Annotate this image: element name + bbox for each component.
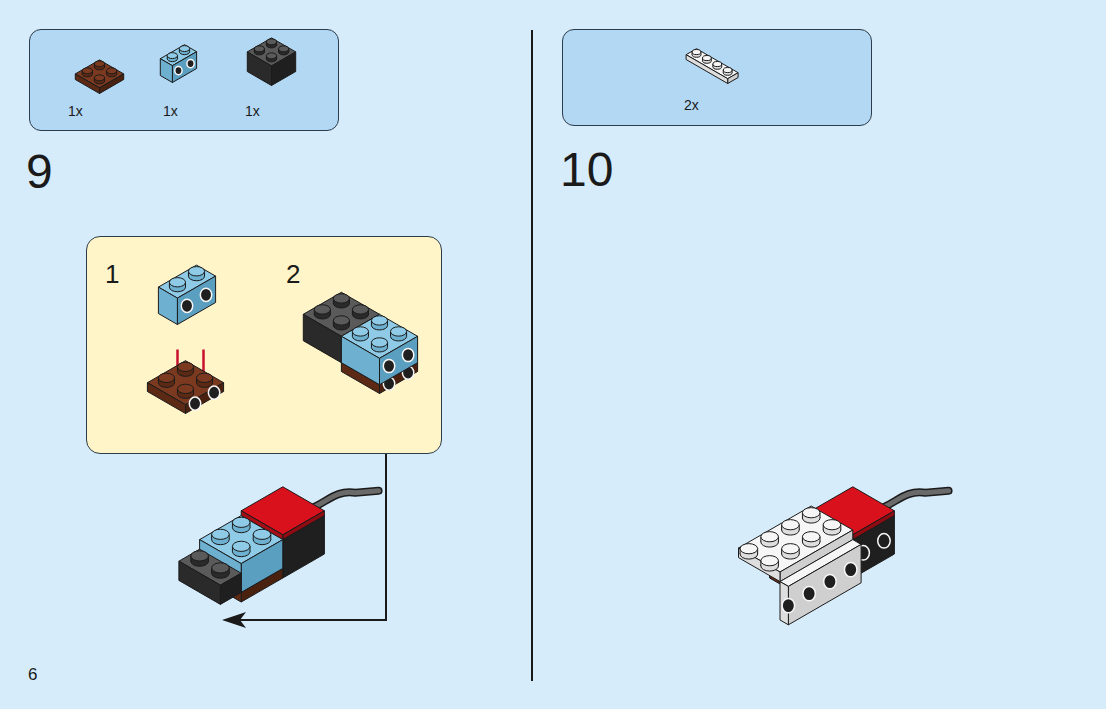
parts-illustration xyxy=(87,237,443,455)
stud xyxy=(158,373,174,382)
stud xyxy=(94,75,104,81)
stud xyxy=(782,544,800,554)
stud xyxy=(740,544,758,554)
stud xyxy=(352,305,368,314)
stud xyxy=(232,517,250,527)
callout-arrow-line xyxy=(240,454,386,620)
stud xyxy=(188,267,204,276)
brick-face xyxy=(788,544,861,624)
model-step-10 xyxy=(739,487,949,625)
stud xyxy=(761,556,779,566)
stud xyxy=(314,305,330,314)
stud xyxy=(197,373,213,382)
parts-illustration xyxy=(563,30,873,127)
stud xyxy=(802,508,820,518)
stud xyxy=(177,362,193,371)
stud xyxy=(253,529,271,539)
stud xyxy=(723,68,732,73)
substep-number: 1 xyxy=(105,261,119,287)
stud xyxy=(371,338,387,347)
part-count: 1x xyxy=(68,104,83,118)
parts-group xyxy=(75,38,295,94)
stud xyxy=(266,39,276,45)
page-number: 6 xyxy=(28,666,37,683)
step-number: 9 xyxy=(26,148,53,196)
stud xyxy=(266,53,276,59)
part-count: 1x xyxy=(163,104,178,118)
stud xyxy=(823,520,841,530)
side-stud xyxy=(181,299,192,312)
side-stud xyxy=(844,562,856,576)
brick xyxy=(179,549,241,604)
stud xyxy=(94,61,104,67)
brick-face xyxy=(853,511,895,540)
side-stud xyxy=(878,534,890,548)
stud xyxy=(391,327,407,336)
brick-face xyxy=(160,59,172,83)
brick xyxy=(158,265,215,324)
stud xyxy=(333,294,349,303)
stud xyxy=(782,520,800,530)
stud xyxy=(212,529,230,539)
stud xyxy=(167,53,177,59)
side-stud xyxy=(782,598,794,612)
brick xyxy=(780,540,861,625)
stud xyxy=(107,68,117,74)
stud xyxy=(713,62,722,67)
stud xyxy=(232,541,250,551)
brick-face xyxy=(811,487,894,535)
page-divider xyxy=(531,30,533,681)
stud xyxy=(371,316,387,325)
stud xyxy=(279,46,289,52)
stud xyxy=(169,278,185,287)
brick xyxy=(686,49,738,84)
parts-box: 1x 1x 1x xyxy=(29,29,339,131)
side-stud xyxy=(208,386,219,399)
parts-group xyxy=(147,265,417,413)
stud xyxy=(179,46,189,52)
stud xyxy=(352,327,368,336)
model-step-9 xyxy=(179,487,379,605)
substep-number: 2 xyxy=(286,261,300,287)
side-stud xyxy=(803,586,815,600)
side-stud xyxy=(189,397,200,410)
side-stud xyxy=(187,59,194,67)
part-count: 2x xyxy=(684,98,699,112)
side-stud xyxy=(824,574,836,588)
brick xyxy=(147,361,223,414)
stud xyxy=(212,563,230,573)
side-stud xyxy=(175,66,182,74)
side-stud xyxy=(383,359,394,372)
part-count: 1x xyxy=(245,104,260,118)
stud xyxy=(82,68,92,74)
stud xyxy=(254,46,264,52)
side-stud xyxy=(200,288,211,301)
brick-face xyxy=(158,287,177,324)
parts-box: 12 xyxy=(86,236,442,454)
brick xyxy=(341,314,417,384)
brick xyxy=(75,60,123,94)
stud xyxy=(333,316,349,325)
stud xyxy=(802,532,820,542)
stud xyxy=(692,50,701,55)
parts-group xyxy=(686,49,738,84)
brick xyxy=(247,38,295,86)
stud xyxy=(703,56,712,61)
stud xyxy=(761,532,779,542)
step-number: 10 xyxy=(560,146,613,194)
parts-box: 2x xyxy=(562,29,872,126)
brick-face xyxy=(283,511,325,540)
brick-face xyxy=(686,55,728,84)
side-stud xyxy=(402,348,413,361)
stud xyxy=(191,551,209,561)
stud xyxy=(177,384,193,393)
brick xyxy=(160,45,196,83)
callout-arrow-head xyxy=(222,612,246,628)
